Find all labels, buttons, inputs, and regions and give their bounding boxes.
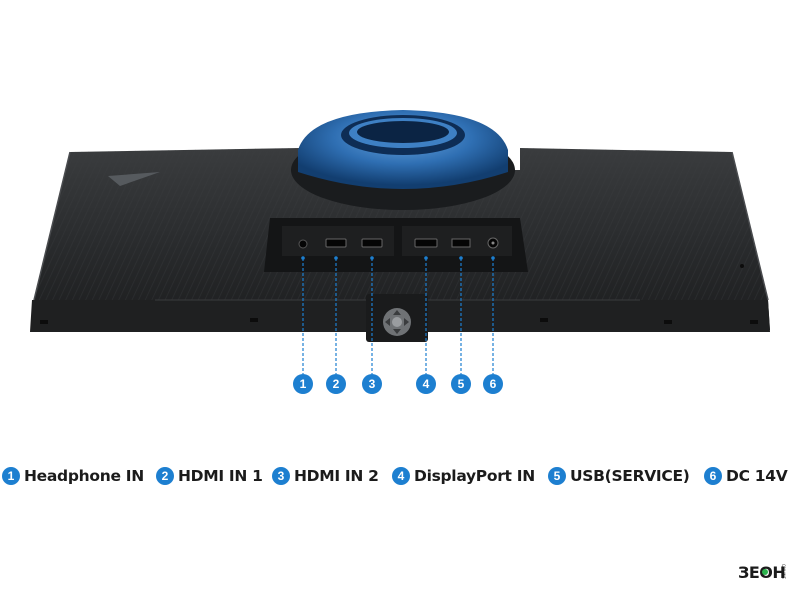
legend-label: DC 14V <box>726 467 788 485</box>
legend-item-hdmi-1: 2 HDMI IN 1 <box>156 462 263 490</box>
callout-lines <box>302 258 494 374</box>
callout-ends <box>301 256 495 260</box>
legend-label: Headphone IN <box>24 467 144 485</box>
legend-item-hdmi-2: 3 HDMI IN 2 <box>272 462 379 490</box>
legend-item-usb: 5 USB(SERVICE) <box>548 462 690 490</box>
legend-number: 1 <box>2 467 20 485</box>
callout-number: 4 <box>423 377 430 391</box>
legend-label: DisplayPort IN <box>414 467 535 485</box>
callout-number: 5 <box>458 377 465 391</box>
legend-number: 6 <box>704 467 722 485</box>
legend-number: 3 <box>272 467 290 485</box>
callout-number: 6 <box>490 377 497 391</box>
legend-number: 5 <box>548 467 566 485</box>
legend-label: HDMI IN 1 <box>178 467 263 485</box>
legend-number: 4 <box>392 467 410 485</box>
callout-badges: 1 2 3 4 5 6 <box>293 374 503 394</box>
legend-number: 2 <box>156 467 174 485</box>
zeon-watermark-logo: ЗЕОН ONLINE <box>738 563 786 582</box>
legend-label: USB(SERVICE) <box>570 467 690 485</box>
port-panel <box>264 218 528 342</box>
port-legend: 1 Headphone IN 2 HDMI IN 1 3 HDMI IN 2 4… <box>0 462 800 490</box>
svg-text:ЗЕОН: ЗЕОН <box>738 563 785 582</box>
callout-number: 3 <box>369 377 376 391</box>
stand-ring <box>291 110 515 210</box>
callout-number: 1 <box>300 377 307 391</box>
legend-item-dc: 6 DC 14V <box>704 462 788 490</box>
legend-label: HDMI IN 2 <box>294 467 379 485</box>
callout-number: 2 <box>333 377 340 391</box>
svg-text:ONLINE: ONLINE <box>781 564 786 580</box>
legend-item-headphone: 1 Headphone IN <box>2 462 144 490</box>
legend-item-displayport: 4 DisplayPort IN <box>392 462 535 490</box>
